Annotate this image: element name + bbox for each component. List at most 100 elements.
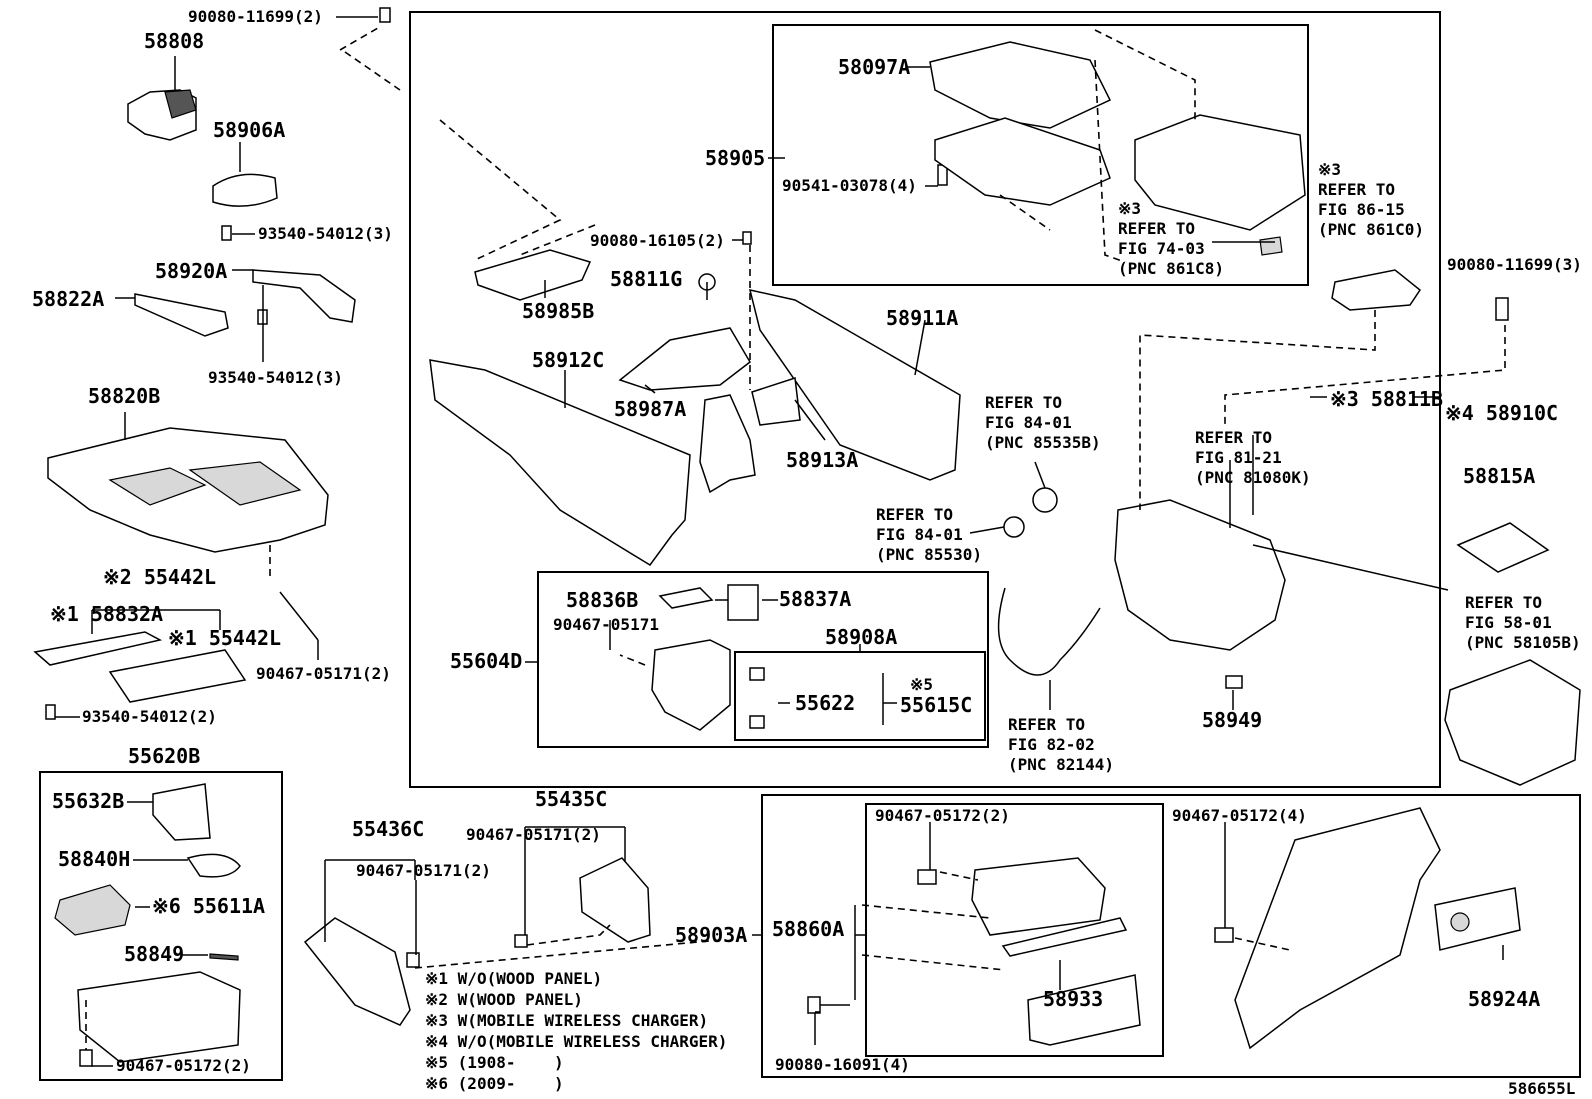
armrest-sub-box: [772, 24, 1309, 286]
note-6: ※6 (2009- ): [425, 1074, 564, 1093]
label-90080-16105-2: 90080-16105(2): [590, 231, 725, 250]
tray-shape: [77, 971, 241, 1063]
label-58822A: 58822A: [32, 287, 104, 311]
svg-text:FIG 82-02: FIG 82-02: [1008, 735, 1095, 754]
label-90467-05172-2b: 90467-05172(2): [875, 806, 1010, 825]
shift-knob-shape: [127, 56, 197, 141]
label-58837A: 58837A: [779, 587, 851, 611]
label-x5: ※5: [910, 675, 933, 694]
label-58849: 58849: [124, 942, 184, 966]
console-58811B-shape: [1114, 499, 1286, 651]
label-55611A: ※6 55611A: [152, 894, 265, 918]
label-58913A: 58913A: [786, 448, 858, 472]
label-58811G: 58811G: [610, 267, 682, 291]
figure-code: 586655L: [1508, 1079, 1575, 1098]
base-58910C-shape: [1444, 659, 1581, 786]
label-55620B: 55620B: [128, 744, 200, 768]
main-assembly-box: [409, 11, 1441, 788]
panel-55442L-shape: [108, 649, 247, 703]
armrest-lid-58097A-shape: [929, 41, 1112, 129]
label-55436C: 55436C: [352, 817, 424, 841]
trim-58920A-shape: [252, 269, 356, 323]
svg-text:FIG 81-21: FIG 81-21: [1195, 448, 1282, 467]
side-panel-58911A-shape: [748, 289, 961, 481]
refer-to-84-01-a[interactable]: REFER TO FIG 84-01 (PNC 85535B): [985, 393, 1101, 452]
label-58906A: 58906A: [213, 118, 285, 142]
refer-to-58-01[interactable]: REFER TO FIG 58-01 (PNC 58105B): [1465, 593, 1581, 652]
label-90467-05171: 90467-05171: [553, 615, 659, 634]
svg-text:REFER TO: REFER TO: [876, 505, 953, 524]
cup-holder-sub-box: [537, 571, 989, 748]
charger-base-86-15-shape: [1331, 269, 1422, 311]
label-58924A: 58924A: [1468, 987, 1540, 1011]
box-55620B: [39, 771, 283, 1081]
console-frame-58820B-shape: [47, 427, 329, 553]
label-93540-54012-3b: 93540-54012(3): [208, 368, 343, 387]
holder-58849-shape: [209, 953, 239, 961]
label-58097A: 58097A: [838, 55, 910, 79]
svg-text:REFER TO: REFER TO: [1118, 219, 1195, 238]
label-55615C: 55615C: [900, 693, 972, 717]
label-90467-05171-2c: 90467-05171(2): [466, 825, 601, 844]
label-58912C: 58912C: [532, 348, 604, 372]
connector-85530-shape: [1003, 516, 1025, 538]
rear-panel-box: [761, 794, 1581, 1078]
note-3: ※3 W(MOBILE WIRELESS CHARGER): [425, 1011, 708, 1030]
refer-to-84-01-b[interactable]: REFER TO FIG 84-01 (PNC 85530): [876, 505, 982, 564]
label-58820B: 58820B: [88, 384, 160, 408]
svg-text:※3: ※3: [1118, 199, 1141, 218]
refer-to-74-03[interactable]: ※3 REFER TO FIG 74-03 (PNC 861C8): [1118, 199, 1224, 278]
footnotes: ※1 W/O(WOOD PANEL) ※2 W(WOOD PANEL) ※3 W…: [425, 969, 727, 1093]
rear-panel-shape: [1234, 807, 1441, 1050]
label-58811B: ※3 58811B: [1330, 387, 1443, 411]
side-panel-58912C-shape: [429, 359, 691, 566]
svg-text:FIG 58-01: FIG 58-01: [1465, 613, 1552, 632]
svg-text:(PNC 861C8): (PNC 861C8): [1118, 259, 1224, 278]
refer-to-86-15[interactable]: ※3 REFER TO FIG 86-15 (PNC 861C0): [1318, 160, 1424, 239]
svg-text:(PNC 85535B): (PNC 85535B): [985, 433, 1101, 452]
svg-text:(PNC 82144): (PNC 82144): [1008, 755, 1114, 774]
panel-55436C-shape: [303, 917, 411, 1026]
refer-to-81-21[interactable]: REFER TO FIG 81-21 (PNC 81080K): [1195, 428, 1311, 487]
label-90467-05172-4: 90467-05172(4): [1172, 806, 1307, 825]
note-5: ※5 (1908- ): [425, 1053, 564, 1072]
label-93540-54012-2: 93540-54012(2): [82, 707, 217, 726]
duct-shape: [699, 394, 756, 494]
bracket-55632B-shape: [152, 783, 211, 841]
refer-to-82-02[interactable]: REFER TO FIG 82-02 (PNC 82144): [1008, 715, 1114, 774]
charger-pad-shape: [1259, 236, 1283, 256]
label-58903A: 58903A: [675, 923, 747, 947]
label-90467-05171-2a: 90467-05171(2): [256, 664, 391, 683]
label-90080-16091-4: 90080-16091(4): [775, 1055, 910, 1074]
svg-text:FIG 74-03: FIG 74-03: [1118, 239, 1205, 258]
connector-85535B-shape: [1032, 487, 1058, 513]
svg-text:(PNC 861C0): (PNC 861C0): [1318, 220, 1424, 239]
harness-82144-shape: [997, 587, 1101, 676]
label-58985B: 58985B: [522, 299, 594, 323]
label-55442L-1: ※1 55442L: [168, 626, 281, 650]
label-93540-54012-3a: 93540-54012(3): [258, 224, 393, 243]
svg-text:FIG 84-01: FIG 84-01: [876, 525, 963, 544]
note-2: ※2 W(WOOD PANEL): [425, 990, 583, 1009]
label-58840H: 58840H: [58, 847, 130, 871]
svg-text:REFER TO: REFER TO: [1008, 715, 1085, 734]
label-58910C: ※4 58910C: [1445, 401, 1558, 425]
panel-58832A-shape: [33, 631, 163, 666]
label-58908A: 58908A: [825, 625, 897, 649]
plate-58837A-shape: [727, 584, 759, 621]
armrest-base-shape: [934, 117, 1111, 206]
label-58987A: 58987A: [614, 397, 686, 421]
bracket-58987A-shape: [618, 327, 751, 391]
bracket-58913A-shape: [751, 377, 801, 426]
cup-holder-55604D-shape: [651, 639, 731, 731]
bracket-58985B-shape: [474, 249, 592, 301]
bezel-58924A-shape: [1434, 887, 1521, 951]
svg-text:(PNC 81080K): (PNC 81080K): [1195, 468, 1311, 487]
label-90080-11699-3: 90080-11699(3): [1447, 255, 1582, 274]
trim-58822A-shape: [134, 293, 229, 337]
trim-58933-lower-shape: [1027, 974, 1141, 1046]
label-58808: 58808: [144, 29, 204, 53]
svg-text:FIG 86-15: FIG 86-15: [1318, 200, 1405, 219]
label-58860A: 58860A: [772, 917, 844, 941]
